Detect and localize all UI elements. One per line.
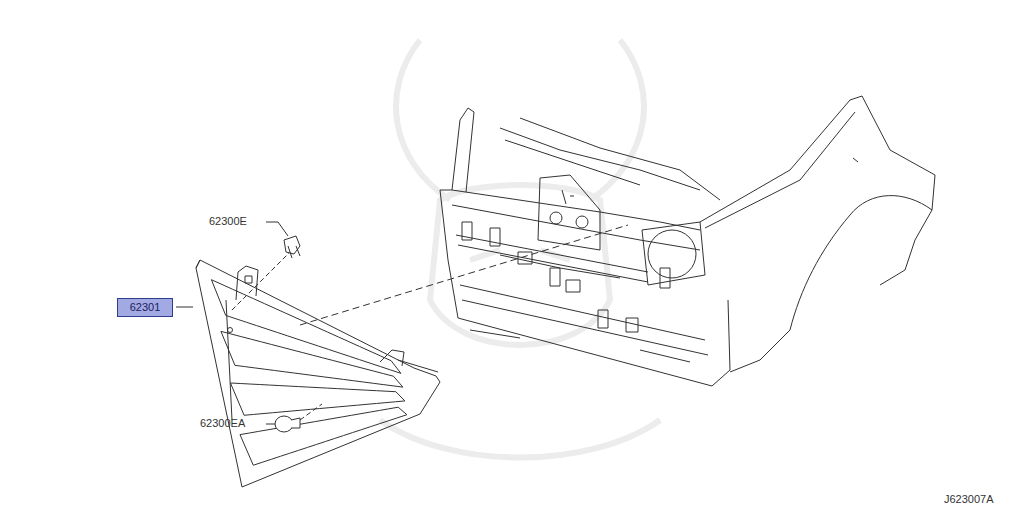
clip-symbols [275,236,300,432]
part-number-box: 62301 [117,298,173,317]
callout-number: 62300EA [200,418,245,429]
front-end-drawing [440,96,935,386]
figure-code: J623007A [944,494,994,505]
callout-number: 62300E [209,216,247,227]
watermark-crest [380,40,660,458]
leader-lines [176,222,628,424]
part-number: 62301 [130,302,161,313]
grille-drawing [196,260,440,487]
